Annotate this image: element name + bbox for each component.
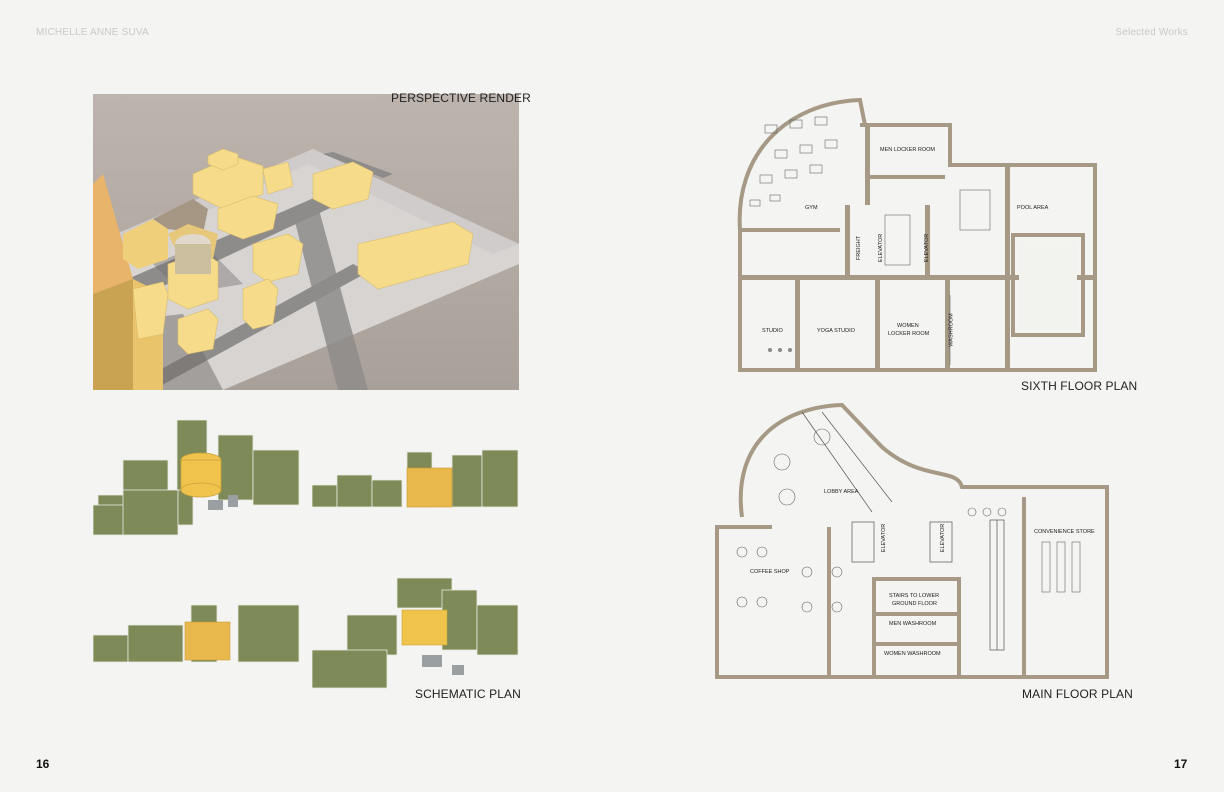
sixth-floor-plan-image: MEN LOCKER ROOM GYM POOL AREA FREIGHT EL… [735,95,1097,375]
room-freight: FREIGHT [856,235,863,261]
page-number-right: 17 [1174,757,1188,771]
section-title: Selected Works [1115,27,1188,38]
room-washroom: WASHROOM [948,313,955,347]
room-yoga-studio: YOGA STUDIO [817,328,855,334]
room-stairs-line2: GROUND FLOOR [892,601,937,607]
room-women-washroom: WOMEN WASHROOM [884,651,941,657]
room-elevator-b: ELEVATOR [940,523,947,553]
room-men-washroom: MEN WASHROOM [889,621,937,627]
room-convenience-store: CONVENIENCE STORE [1034,529,1095,535]
room-men-locker: MEN LOCKER ROOM [880,147,936,153]
schematic-plan-caption: SCHEMATIC PLAN [415,687,521,701]
room-pool-area: POOL AREA [1017,205,1049,211]
author-name: MICHELLE ANNE SUVA [36,27,149,38]
room-women-locker-line1: WOMEN [897,323,919,329]
perspective-render-image [93,94,519,390]
room-lobby-area: LOBBY AREA [824,489,859,495]
room-women-locker-line2: LOCKER ROOM [888,331,930,337]
room-gym: GYM [805,205,818,211]
perspective-render-caption: PERSPECTIVE RENDER [391,91,531,105]
page-number-left: 16 [36,757,50,771]
room-elevator-2: ELEVATOR [924,233,931,263]
room-elevator: ELEVATOR [878,233,885,263]
massing-diagram-2 [312,440,520,510]
room-studio: STUDIO [762,328,783,334]
massing-diagram-4 [312,575,520,690]
massing-diagram-3 [93,600,301,665]
room-elevator-a: ELEVATOR [881,523,888,553]
room-coffee-shop: COFFEE SHOP [750,569,790,575]
sixth-floor-plan-caption: SIXTH FLOOR PLAN [1021,379,1138,393]
room-stairs-line1: STAIRS TO LOWER [889,593,940,599]
main-floor-plan-caption: MAIN FLOOR PLAN [1022,687,1133,701]
main-floor-plan-image: LOBBY AREA CONVENIENCE STORE COFFEE SHOP… [712,402,1114,684]
massing-diagram-1 [93,415,301,540]
